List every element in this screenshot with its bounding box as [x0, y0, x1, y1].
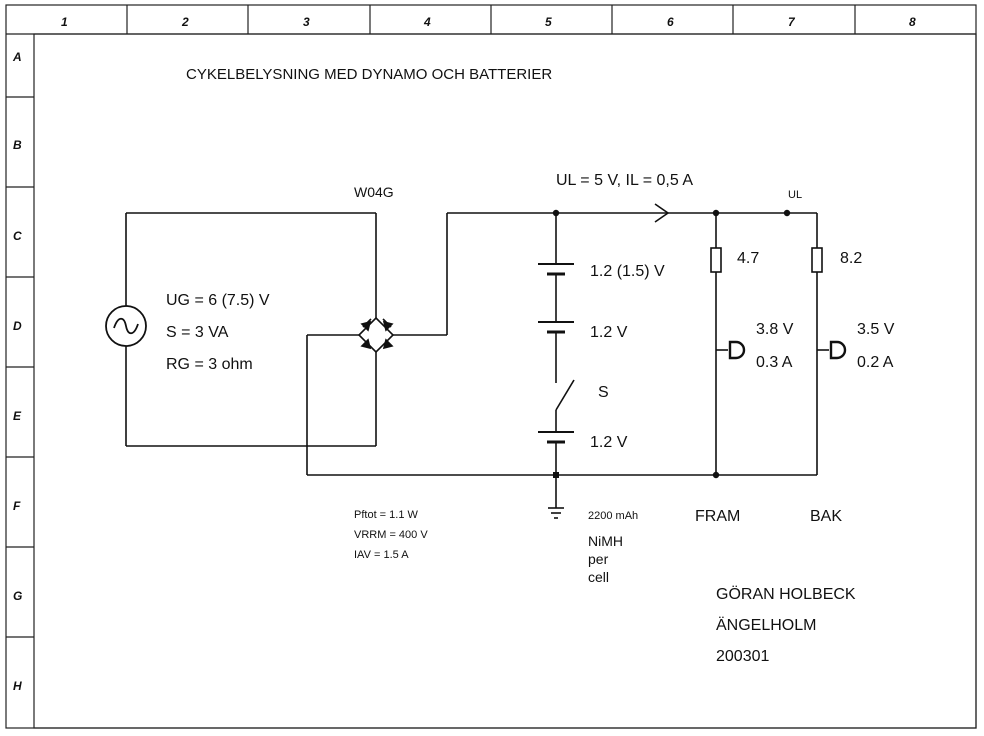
battery-cell-label: 1.2 (1.5) V	[590, 263, 665, 280]
front-lamp-icon	[728, 340, 746, 360]
battery-cells	[538, 263, 574, 444]
author-name: GÖRAN HOLBECK	[716, 586, 856, 603]
rear-lamp-name: BAK	[810, 508, 843, 525]
generator-voltage: UG = 6 (7.5) V	[166, 292, 270, 309]
column-label: 2	[182, 15, 189, 29]
battery-cell-label: 1.2 V	[590, 324, 628, 341]
row-label: E	[13, 409, 22, 423]
column-label: 5	[545, 15, 552, 29]
front-lamp-voltage: 3.8 V	[756, 321, 794, 338]
battery-chemistry: NiMH	[588, 533, 623, 549]
bridge-rectifier-symbol	[357, 316, 395, 354]
current-arrow-icon	[654, 203, 670, 223]
node-label: UL	[788, 189, 803, 201]
rear-lamp-voltage: 3.5 V	[857, 321, 895, 338]
battery-capacity: 2200 mAh	[588, 510, 639, 522]
front-resistor-symbol	[710, 247, 722, 273]
column-label: 8	[909, 15, 916, 29]
column-label: 4	[424, 15, 431, 29]
row-label: F	[13, 499, 21, 513]
battery-chemistry: cell	[588, 569, 610, 585]
battery-chemistry: per	[588, 551, 609, 567]
row-label: A	[13, 50, 22, 64]
rear-resistor-value: 8.2	[840, 250, 863, 267]
column-label: 7	[788, 15, 795, 29]
row-label: B	[13, 138, 22, 152]
rear-lamp-current: 0.2 A	[857, 354, 894, 371]
generator-power: S = 3 VA	[166, 324, 229, 341]
row-label: D	[13, 319, 22, 333]
row-label: C	[13, 229, 22, 243]
front-lamp-name: FRAM	[695, 508, 741, 525]
row-label: G	[13, 589, 23, 603]
ground-icon	[548, 507, 564, 519]
ac-source-symbol	[105, 305, 147, 347]
bridge-name: W04G	[354, 184, 394, 200]
circuit-wires	[125, 212, 829, 508]
junction-dots	[552, 209, 791, 479]
column-label: 3	[303, 15, 310, 29]
rear-resistor-symbol	[811, 247, 823, 273]
rear-lamp-icon	[829, 340, 847, 360]
bridge-spec: VRRM = 400 V	[354, 529, 428, 541]
row-label: H	[13, 679, 22, 693]
switch-label: S	[598, 384, 609, 401]
battery-cell-label: 1.2 V	[590, 434, 628, 451]
load-voltage-current: UL = 5 V, IL = 0,5 A	[556, 172, 693, 189]
front-lamp-current: 0.3 A	[756, 354, 793, 371]
drawing-border	[5, 4, 977, 729]
bridge-spec: IAV = 1.5 A	[354, 549, 409, 561]
diagram-title: CYKELBELYSNING MED DYNAMO OCH BATTERIER	[186, 66, 553, 83]
column-label: 6	[667, 15, 674, 29]
generator-resistance: RG = 3 ohm	[166, 356, 253, 373]
bridge-spec: Pftot = 1.1 W	[354, 509, 418, 521]
front-resistor-value: 4.7	[737, 250, 760, 267]
author-city: ÄNGELHOLM	[716, 617, 817, 634]
column-label: 1	[61, 15, 68, 29]
switch-symbol	[555, 379, 575, 411]
author-date: 200301	[716, 648, 770, 665]
